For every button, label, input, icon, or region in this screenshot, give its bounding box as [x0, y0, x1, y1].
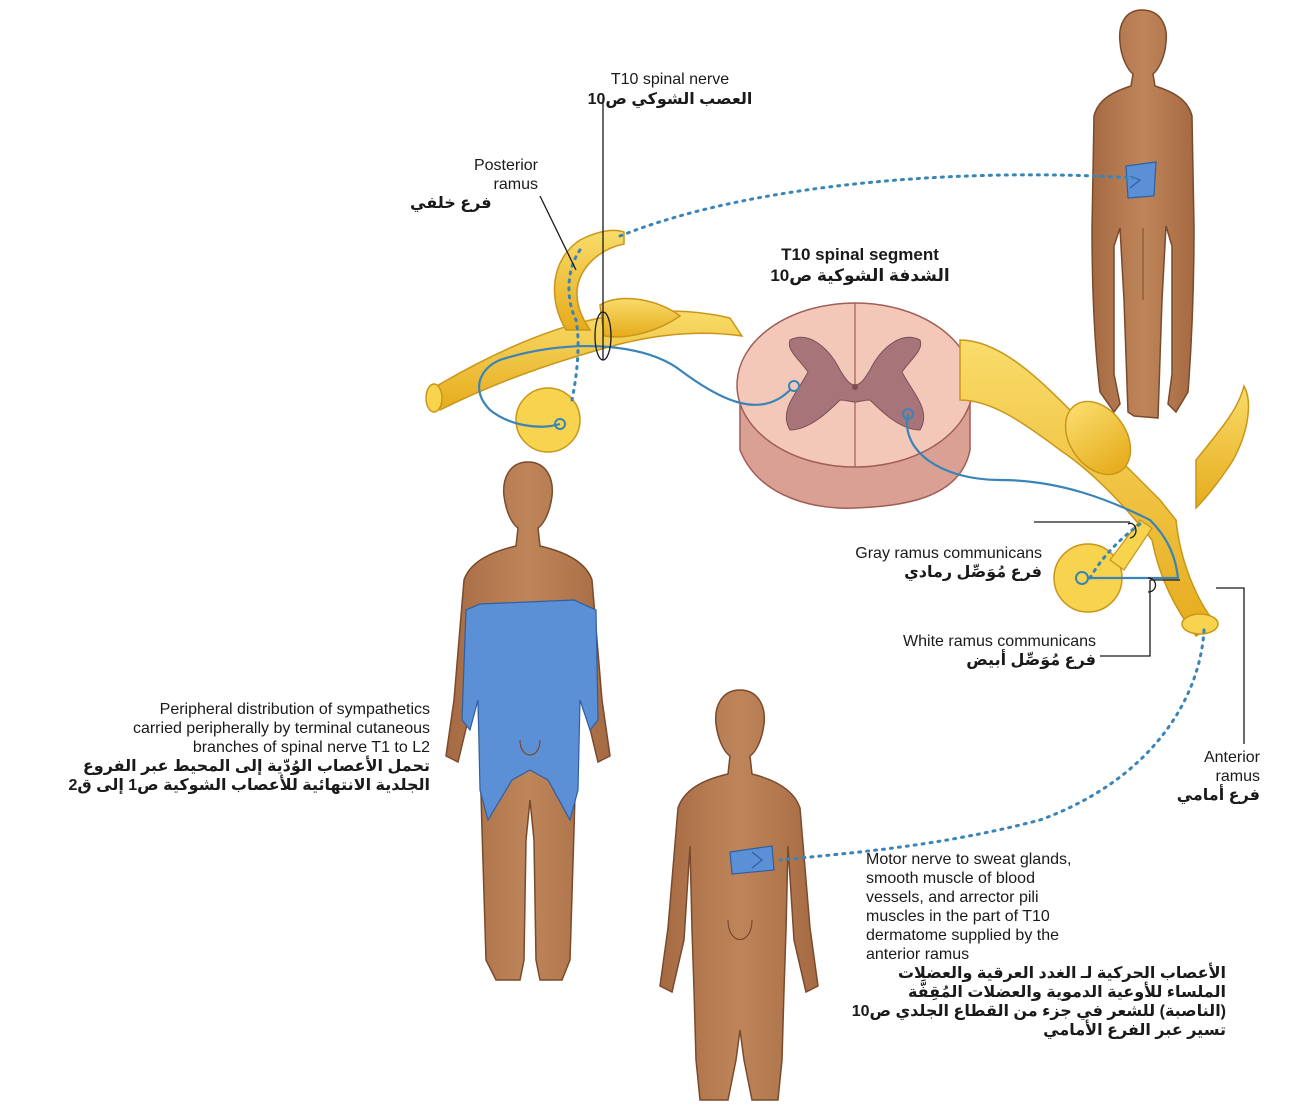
- motor-ar-line-4: تسير عبر الفرع الأمامي: [866, 1021, 1226, 1040]
- motor-ar-line-3: (الناصبة) للشعر في جزء من القطاع الجلدي …: [866, 1002, 1226, 1021]
- peripheral-distribution-label: Peripheral distribution of sympathetics …: [10, 700, 430, 795]
- motor-en-line-6: anterior ramus: [866, 945, 1246, 964]
- gray-ramus-label: Gray ramus communicans فرع مُوَصِّل رماد…: [760, 544, 1042, 582]
- sympathetic-ganglion-left: [516, 388, 580, 452]
- motor-en-line-5: dermatome supplied by the: [866, 926, 1246, 945]
- body-figure-front-center: [660, 690, 818, 1100]
- body-figure-front-left: [446, 462, 610, 980]
- white-ramus-label: White ramus communicans فرع مُوَصِّل أبي…: [800, 632, 1096, 670]
- peripheral-ar-line-1: تحمل الأعصاب الوُدّية إلى المحيط عبر الف…: [10, 757, 430, 776]
- posterior-ramus-ar: فرع خلفي: [410, 194, 538, 213]
- t10-spinal-segment-label: T10 spinal segment الشدفة الشوكية ص10: [730, 244, 990, 286]
- t10-spinal-segment-ar: الشدفة الشوكية ص10: [730, 265, 990, 286]
- anterior-ramus-en2: ramus: [1160, 767, 1260, 786]
- motor-en-line-4: muscles in the part of T10: [866, 907, 1246, 926]
- motor-en-line-2: smooth muscle of blood: [866, 869, 1246, 888]
- peripheral-en-line-1: Peripheral distribution of sympathetics: [10, 700, 430, 719]
- white-ramus-en: White ramus communicans: [800, 632, 1096, 651]
- anterior-ramus-en1: Anterior: [1160, 748, 1260, 767]
- t10-spinal-nerve-label: T10 spinal nerve العصب الشوكي ص10: [560, 70, 780, 110]
- peripheral-en-line-2: carried peripherally by terminal cutaneo…: [10, 719, 430, 738]
- t10-spinal-nerve-ar: العصب الشوكي ص10: [560, 89, 780, 110]
- motor-en-line-1: Motor nerve to sweat glands,: [866, 850, 1246, 869]
- posterior-ramus-en2: ramus: [410, 175, 538, 194]
- peripheral-ar-line-2: الجلدية الانتهائية للأعصاب الشوكية ص1 إل…: [10, 776, 430, 795]
- posterior-ramus-label: Posterior ramus فرع خلفي: [410, 156, 538, 213]
- t10-spinal-segment-en: T10 spinal segment: [730, 244, 990, 265]
- t10-spinal-nerve-en: T10 spinal nerve: [560, 70, 780, 89]
- motor-ar-line-1: الأعصاب الحركية لـ الغدد العرقية والعضلا…: [866, 964, 1226, 983]
- anterior-ramus-label: Anterior ramus فرع أمامي: [1160, 748, 1260, 805]
- motor-ar-line-2: الملساء للأوعية الدموية والعضلات المُقِف…: [866, 983, 1226, 1002]
- motor-nerve-label: Motor nerve to sweat glands, smooth musc…: [866, 850, 1246, 1040]
- white-ramus-ar: فرع مُوَصِّل أبيض: [800, 651, 1096, 670]
- motor-en-line-3: vessels, and arrector pili: [866, 888, 1246, 907]
- peripheral-en-line-3: branches of spinal nerve T1 to L2: [10, 738, 430, 757]
- posterior-ramus-en1: Posterior: [410, 156, 538, 175]
- anterior-ramus-ar: فرع أمامي: [1160, 786, 1260, 805]
- gray-ramus-ar: فرع مُوَصِّل رمادي: [760, 563, 1042, 582]
- spinal-cord-section: [737, 303, 973, 508]
- gray-ramus-en: Gray ramus communicans: [760, 544, 1042, 563]
- dermatome-back: [1126, 162, 1156, 198]
- body-figure-back: [1092, 10, 1194, 418]
